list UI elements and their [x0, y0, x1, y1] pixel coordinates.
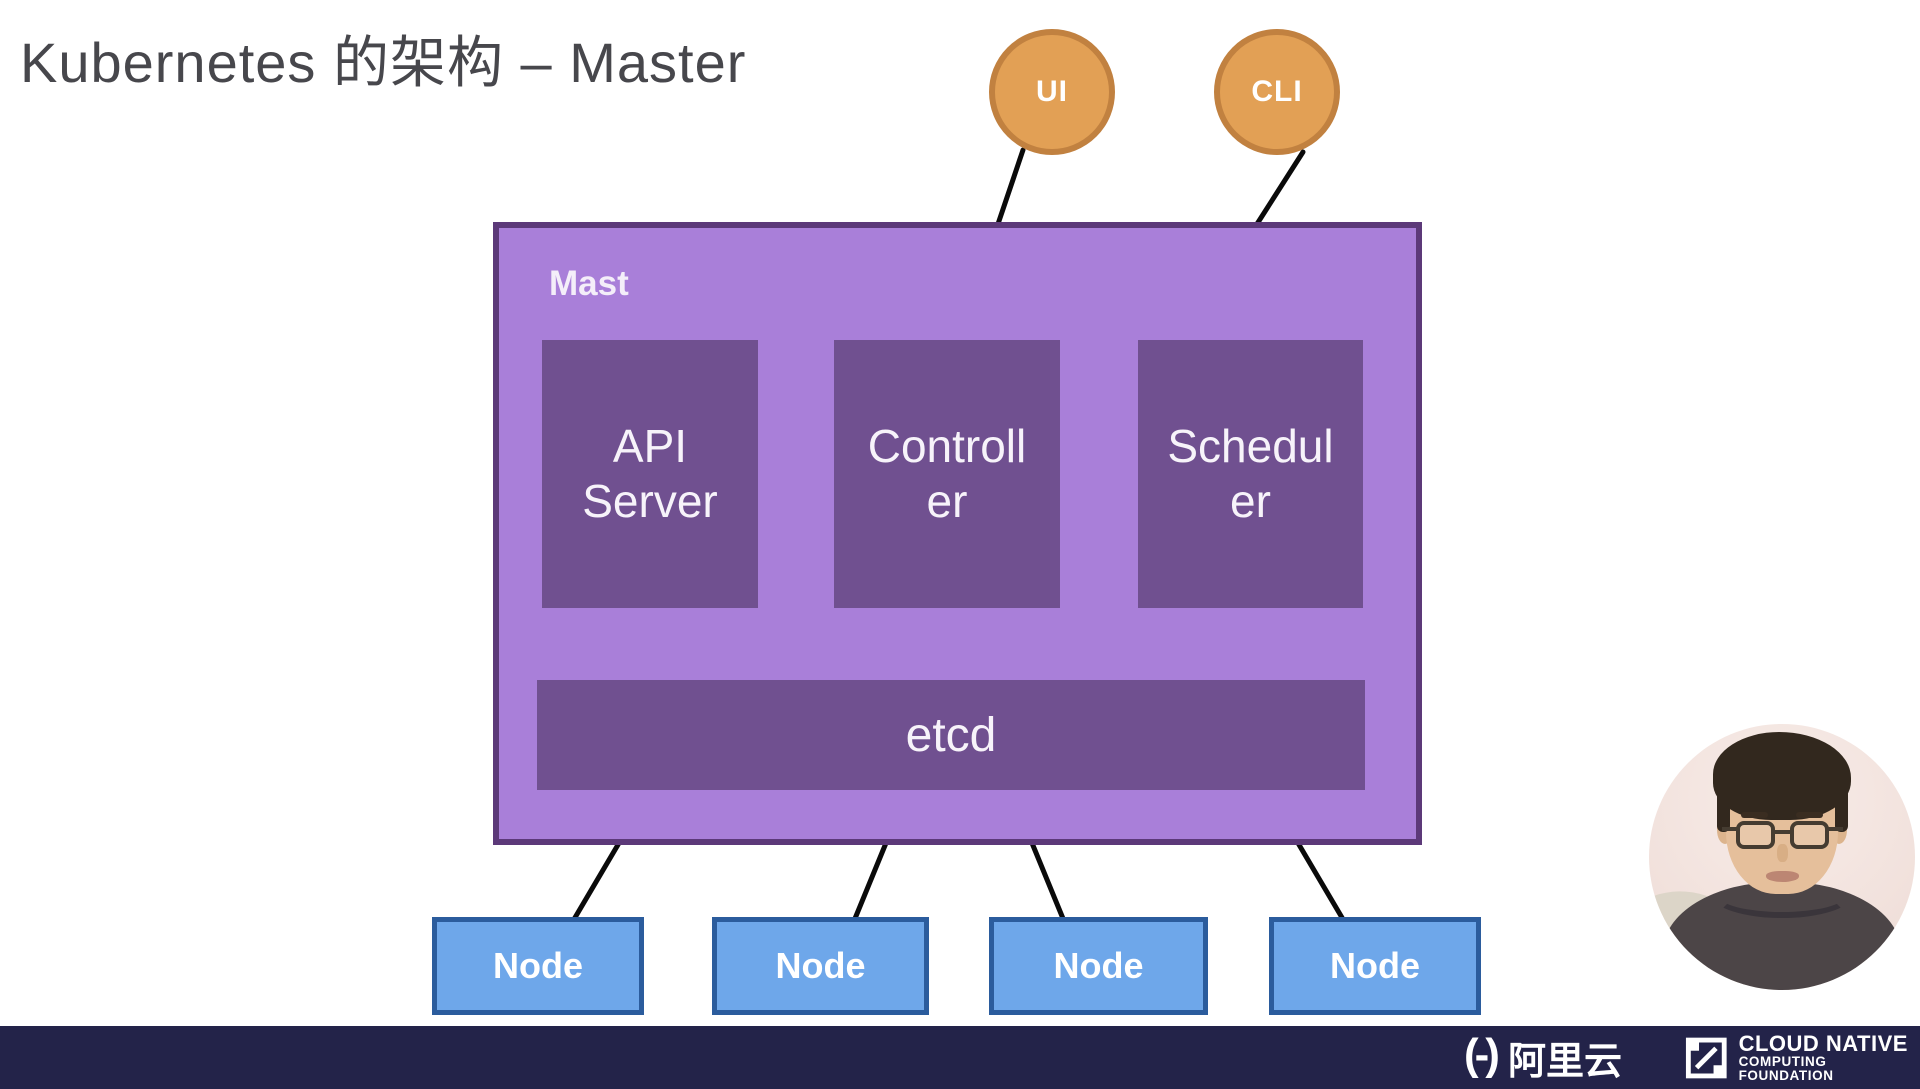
- webcam-person-collar: [1713, 874, 1851, 918]
- component-controller-line1: Controll: [867, 419, 1027, 472]
- node-3-label: Node: [1053, 945, 1144, 986]
- cncf-logo: CLOUD NATIVE COMPUTING FOUNDATION: [1684, 1026, 1920, 1089]
- client-ui-label: UI: [1036, 75, 1068, 108]
- node-4-label: Node: [1330, 945, 1420, 986]
- webcam-person-sideburn-left: [1717, 790, 1730, 832]
- node-1-label: Node: [493, 945, 583, 986]
- webcam-person-glasses-bridge: [1773, 830, 1791, 834]
- node-box-1: Node: [432, 917, 644, 1015]
- webcam-person-sideburn-right: [1835, 790, 1848, 832]
- node-2-label: Node: [775, 945, 866, 986]
- master-box: Mast API Server Controll er Schedul er e…: [493, 222, 1422, 845]
- alibaba-cloud-logo: (-) 阿里云: [1464, 1026, 1622, 1089]
- component-api-server-line2: Server: [582, 475, 718, 527]
- component-api-server-line1: API: [612, 419, 688, 472]
- webcam-person-hair: [1713, 732, 1851, 820]
- master-node2-connector: [851, 840, 889, 924]
- ui-master-connector: [995, 147, 1026, 227]
- webcam-person-brow-left: [1741, 812, 1768, 818]
- etcd-label: etcd: [905, 708, 997, 762]
- slide-title: Kubernetes 的架构 – Master: [20, 31, 747, 94]
- node-box-2: Node: [712, 917, 929, 1015]
- cncf-logo-icon: [1685, 1037, 1727, 1078]
- cli-master-connector: [1254, 149, 1306, 227]
- cncf-logo-line2: COMPUTING FOUNDATION: [1738, 1053, 1834, 1084]
- master-node3-connector: [1029, 840, 1067, 924]
- webcam-person-glasses-right: [1790, 821, 1829, 849]
- cncf-logo-line1: CLOUD NATIVE: [1738, 1030, 1908, 1056]
- alibaba-cloud-logo-text: 阿里云: [1507, 1041, 1622, 1083]
- client-cli-label: CLI: [1251, 75, 1303, 108]
- component-scheduler-line2: er: [1230, 475, 1271, 527]
- etcd-bar: etcd: [537, 680, 1365, 790]
- node-box-4: Node: [1269, 917, 1481, 1015]
- cncf-logo-text: CLOUD NATIVE COMPUTING FOUNDATION: [1739, 1032, 1920, 1083]
- webcam-person-mouth: [1766, 871, 1799, 882]
- master-node4-connector: [1295, 840, 1347, 924]
- node-box-3: Node: [989, 917, 1208, 1015]
- webcam-person-brow-right: [1796, 812, 1823, 818]
- webcam-person-glasses-left: [1736, 821, 1775, 849]
- component-controller-line2: er: [926, 475, 968, 527]
- client-circle-ui: UI: [989, 29, 1115, 155]
- alibaba-cloud-logo-icon: (-): [1464, 1029, 1500, 1079]
- master-label: Mast: [549, 264, 629, 303]
- webcam-person-glasses-temple-left: [1722, 827, 1738, 831]
- client-circle-cli: CLI: [1214, 29, 1340, 155]
- component-scheduler-line1: Schedul: [1167, 419, 1334, 472]
- master-node1-connector: [570, 840, 622, 924]
- webcam-person-nose: [1777, 844, 1788, 862]
- component-controller: Controll er: [834, 340, 1060, 608]
- webcam-person-glasses-temple-right: [1827, 827, 1843, 831]
- component-scheduler: Schedul er: [1138, 340, 1363, 608]
- footer-bar: (-) 阿里云 CLOUD NATIVE COMPUTING FOUNDATIO…: [0, 1026, 1920, 1089]
- presenter-webcam: [1649, 724, 1915, 990]
- component-api-server: API Server: [542, 340, 758, 608]
